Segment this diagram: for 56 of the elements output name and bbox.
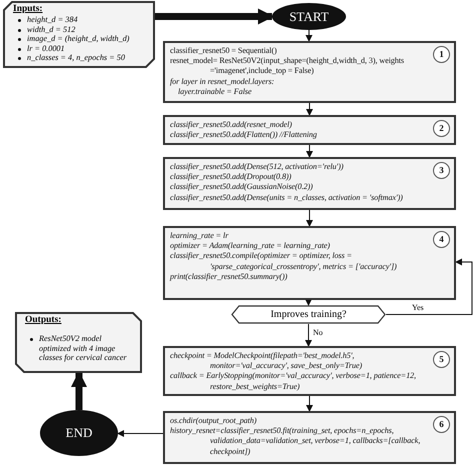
arrow — [306, 102, 313, 116]
terminal-ellipse: START — [272, 3, 346, 30]
list-item: n_classes = 4, n_epochs = 50 — [27, 53, 126, 63]
step-number: 3 — [433, 162, 450, 179]
code-line: classifier_resnet50.compile(optimizer = optimizer, loss = 'sparse_categorical_crossentropy', metrics = ['accuracy']) — [170, 251, 398, 272]
code-line: resnet_model= ResNet50V2(input_shape=(height_d,width_d, 3), weights ='imagenet',include_top = False) — [170, 56, 406, 77]
arrow — [306, 396, 313, 412]
arrow — [155, 8, 274, 24]
code-line: print(classifier_resnet50.summary()) — [170, 272, 288, 282]
step-number: 1 — [433, 46, 450, 63]
arrow — [305, 299, 312, 306]
list-item: image_d = (height_d, width_d) — [27, 34, 130, 44]
chamfered-panel — [3, 1, 155, 68]
step-number: 2 — [433, 120, 450, 137]
terminal-ellipse: END — [40, 410, 118, 456]
list-item: height_d = 384 — [27, 15, 79, 25]
code-line: callback = EarlyStopping(monitor='val_accuracy', verbose=1, patience=12, restore_best_weights=True) — [170, 371, 417, 392]
process-box — [163, 115, 456, 145]
step-number: 6 — [433, 416, 450, 433]
code-line: classifier_resnet50.add(resnet_model) — [170, 120, 293, 130]
arrow — [386, 258, 472, 315]
step-number: 4 — [433, 231, 450, 248]
list-item: ResNet50V2 model optimized with 4 image classes for cervical cancer — [39, 334, 128, 363]
code-line: os.chdir(output_root_path) — [170, 416, 258, 426]
code-line: for layer in resnet_model.layers: — [170, 76, 276, 87]
code-line: learning_rate = lr — [170, 231, 230, 242]
panel-heading: Outputs: — [25, 315, 62, 325]
process-box — [163, 41, 456, 103]
chamfered-panel — [15, 312, 142, 373]
code-line: classifier_resnet50 = Sequential() — [170, 46, 278, 56]
code-line: checkpoint = ModelCheckpoint(filepath='best_model.h5', monitor='val_accuracy', save_best_only=True) — [170, 351, 364, 372]
process-box — [163, 157, 456, 210]
list-item: lr = 0.0001 — [27, 44, 66, 54]
code-line: classifier_resnet50.add(GaussianNoise(0.2)) — [170, 182, 314, 193]
edge-label: No — [312, 328, 324, 337]
arrow — [305, 324, 312, 347]
panel-heading: Inputs: — [13, 4, 44, 14]
arrow — [117, 430, 164, 437]
code-line: layer.trainable = False — [178, 86, 252, 98]
code-line: classifier_resnet50.add(Dense(512, activation='relu')) — [170, 162, 344, 172]
code-line: history_resnet=classifier_resnet50.fit(training_set, epochs=n_epochs, validation_data=validation_set, verbose=1, callbacks=[callback, checkpoint]) — [170, 426, 422, 457]
process-box — [163, 226, 456, 300]
list-item: width_d = 512 — [27, 24, 76, 34]
code-line: classifier_resnet50.add(Flatten()) //Flattening — [170, 130, 318, 140]
code-line: optimizer = Adam(learning_rate = learning_rate) — [170, 241, 331, 252]
arrow — [306, 210, 313, 227]
process-box — [163, 411, 456, 464]
code-line: classifier_resnet50.add(Dropout(0.8)) — [170, 172, 292, 182]
process-box — [163, 346, 456, 396]
edge-label: Yes — [411, 303, 425, 312]
code-line: classifier_resnet50.add(Dense(units = n_classes, activation = 'softmax')) — [170, 192, 404, 203]
arrow — [71, 371, 87, 410]
arrow — [306, 144, 313, 158]
step-number: 5 — [433, 351, 450, 368]
arrow — [306, 30, 312, 42]
decision-hexagon: Improves training? — [231, 305, 386, 324]
